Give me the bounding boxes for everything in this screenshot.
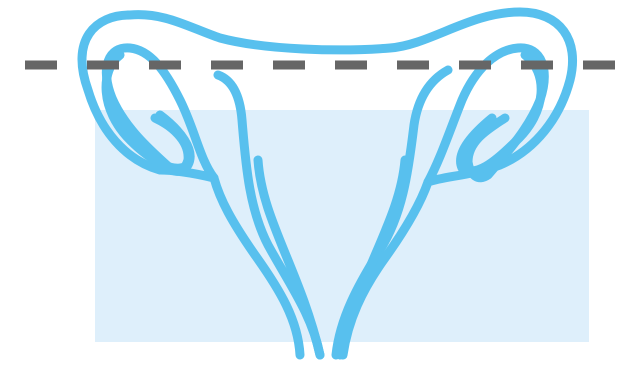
reproductive-diagram <box>0 0 641 370</box>
uterus-illustration <box>0 0 641 370</box>
